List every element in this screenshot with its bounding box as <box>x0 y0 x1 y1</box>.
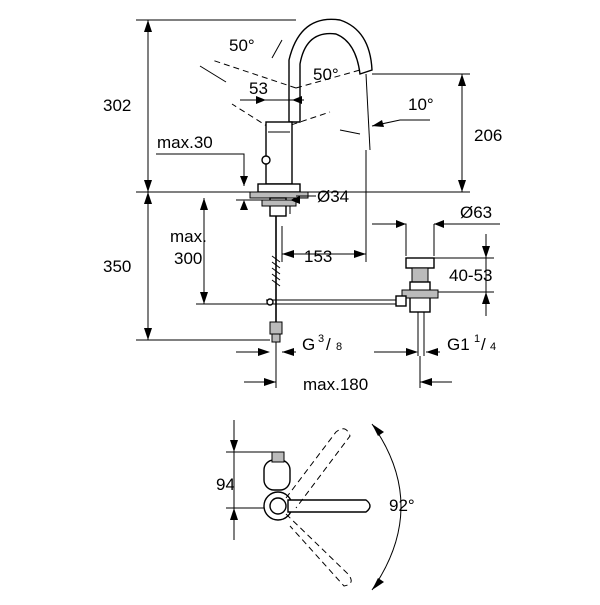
angle-50-left-leader <box>199 65 227 83</box>
label-thread-g114: G1 <box>447 335 470 354</box>
arrow <box>240 176 248 186</box>
label-dim-53: 53 <box>249 79 268 98</box>
spout-swivel-left <box>211 59 297 89</box>
ext-max180 <box>275 342 421 388</box>
arrow <box>406 348 418 356</box>
faucet-side-view <box>211 18 400 343</box>
label-height-302: 302 <box>103 96 131 115</box>
angle-10-ref <box>365 73 371 151</box>
arrow <box>144 192 152 204</box>
spout <box>288 18 373 123</box>
dim-max30-leader <box>156 153 245 186</box>
label-angle-top-left: 50° <box>229 36 255 55</box>
label-dim-94: 94 <box>216 475 235 494</box>
spout-swivel-right <box>295 69 361 89</box>
lever-handle <box>287 499 371 513</box>
spout-outlet <box>271 451 285 463</box>
faucet-body <box>265 121 293 185</box>
arrow <box>282 348 294 356</box>
label-dia-34: Ø34 <box>317 187 349 206</box>
arrow <box>230 440 238 452</box>
ext-dia63-left <box>372 223 407 256</box>
arrow <box>426 348 438 356</box>
label-height-206: 206 <box>474 126 502 145</box>
drain-rod-socket <box>395 295 407 307</box>
lever-range-right <box>281 111 331 129</box>
label-thread-g114-num: 1 <box>474 333 480 345</box>
pop-up-rod <box>266 299 400 305</box>
angle-92-arc <box>371 423 402 591</box>
hose-braid <box>271 255 281 287</box>
arrow <box>354 250 366 258</box>
arrow <box>482 292 490 304</box>
arrow <box>144 328 152 340</box>
fraction-slash: / <box>326 335 331 354</box>
rod-joint <box>266 298 274 306</box>
dimension-lines <box>136 19 500 388</box>
fraction-slash: / <box>481 335 486 354</box>
label-dia-63: Ø63 <box>460 203 492 222</box>
arrow <box>256 96 266 104</box>
label-thread-g38-num: 3 <box>318 333 324 345</box>
label-thread-g114-den: 4 <box>490 341 496 353</box>
arrow <box>282 250 294 258</box>
arrow <box>144 20 152 32</box>
base-plate <box>257 183 301 193</box>
label-angle-top-right: 50° <box>313 65 339 84</box>
arrow <box>482 246 490 258</box>
ext-dia34 <box>269 206 291 214</box>
lever-swing-up <box>285 428 351 509</box>
label-angle-10: 10° <box>408 95 434 114</box>
arrow <box>200 198 208 210</box>
arrow <box>434 220 444 228</box>
label-thread-g38: G <box>302 335 315 354</box>
arrow <box>458 74 466 86</box>
arrow <box>200 292 208 304</box>
drain-tail <box>417 312 425 356</box>
arrow <box>292 96 302 104</box>
arrow <box>290 196 300 204</box>
label-thread-g38-den: 8 <box>336 341 342 353</box>
arrow <box>458 180 466 192</box>
arrow <box>264 378 276 386</box>
drain-nut <box>401 289 439 299</box>
arrow <box>372 120 384 127</box>
label-height-350: 350 <box>103 257 131 276</box>
drain-flange <box>405 257 435 269</box>
spout-top <box>263 459 291 491</box>
label-max-300-line2: 300 <box>174 249 202 268</box>
hose-end <box>271 333 281 343</box>
mounting-nut <box>261 199 297 207</box>
arrow <box>372 424 384 436</box>
hose-connector <box>269 321 283 335</box>
label-range-40-53: 40-53 <box>449 266 492 285</box>
dimension-labels: 50° 50° 53 302 206 10° max.30 Ø34 Ø63 ma… <box>103 36 502 515</box>
label-max-30: max.30 <box>157 133 213 152</box>
arrow <box>144 180 152 192</box>
body-top-inner <box>269 497 287 515</box>
arrow <box>420 378 432 386</box>
arrow <box>372 578 384 590</box>
arrow <box>240 200 248 210</box>
thread-g114-main: G1 <box>447 335 470 354</box>
faucet-top-view <box>226 420 402 591</box>
angle-50-left-tick <box>271 39 283 59</box>
arrow <box>258 348 270 356</box>
waste-drain <box>395 257 439 356</box>
thread-g38-main: G <box>302 335 315 354</box>
label-dim-153: 153 <box>304 247 332 266</box>
angle-50-right-leader <box>339 129 361 135</box>
drain-neck <box>411 267 429 283</box>
label-max-300-line1: max. <box>170 227 207 246</box>
pop-up-knob <box>261 155 271 165</box>
label-max-180: max.180 <box>303 375 368 394</box>
arrow <box>230 508 238 520</box>
arrow <box>396 220 406 228</box>
lever-range-left <box>231 103 271 129</box>
lever-swing-down <box>285 513 352 587</box>
label-angle-92: 92° <box>389 496 415 515</box>
